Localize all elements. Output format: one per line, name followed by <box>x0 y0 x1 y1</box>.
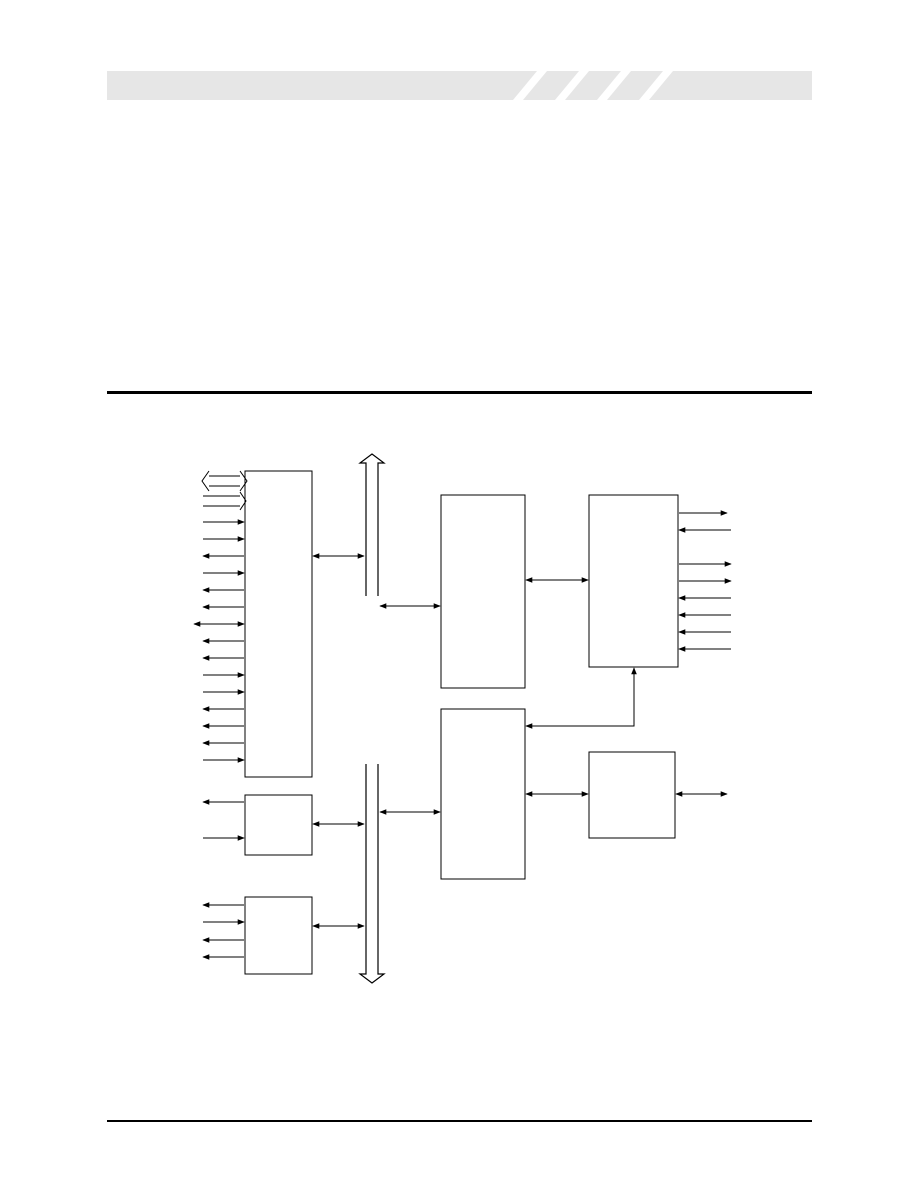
link-center-lower-right-upper <box>525 667 637 729</box>
main-block-signals <box>193 470 248 763</box>
small-block-upper <box>244 794 313 856</box>
small-upper-block-signals <box>202 799 245 841</box>
header-stripe <box>597 71 631 100</box>
small-block-lower <box>244 896 313 975</box>
header-stripe <box>555 71 589 100</box>
system-bus-upper <box>358 453 386 596</box>
right-upper-block-signals <box>678 510 732 652</box>
section-divider-top <box>107 391 812 394</box>
header-band <box>107 71 812 100</box>
signal-bus-input <box>203 491 247 511</box>
small-lower-block-signals <box>202 902 245 960</box>
system-bus-lower <box>358 764 386 984</box>
signal-bus-bidirectional <box>201 470 248 492</box>
header-stripe <box>639 71 673 100</box>
header-band-fill <box>107 71 812 100</box>
right-block-lower <box>588 751 676 839</box>
right-block-upper <box>588 494 679 668</box>
center-block-upper <box>440 494 526 689</box>
footer-divider <box>107 1120 812 1122</box>
header-stripe <box>513 71 547 100</box>
main-interface-block <box>244 470 313 778</box>
center-block-lower <box>440 708 526 880</box>
